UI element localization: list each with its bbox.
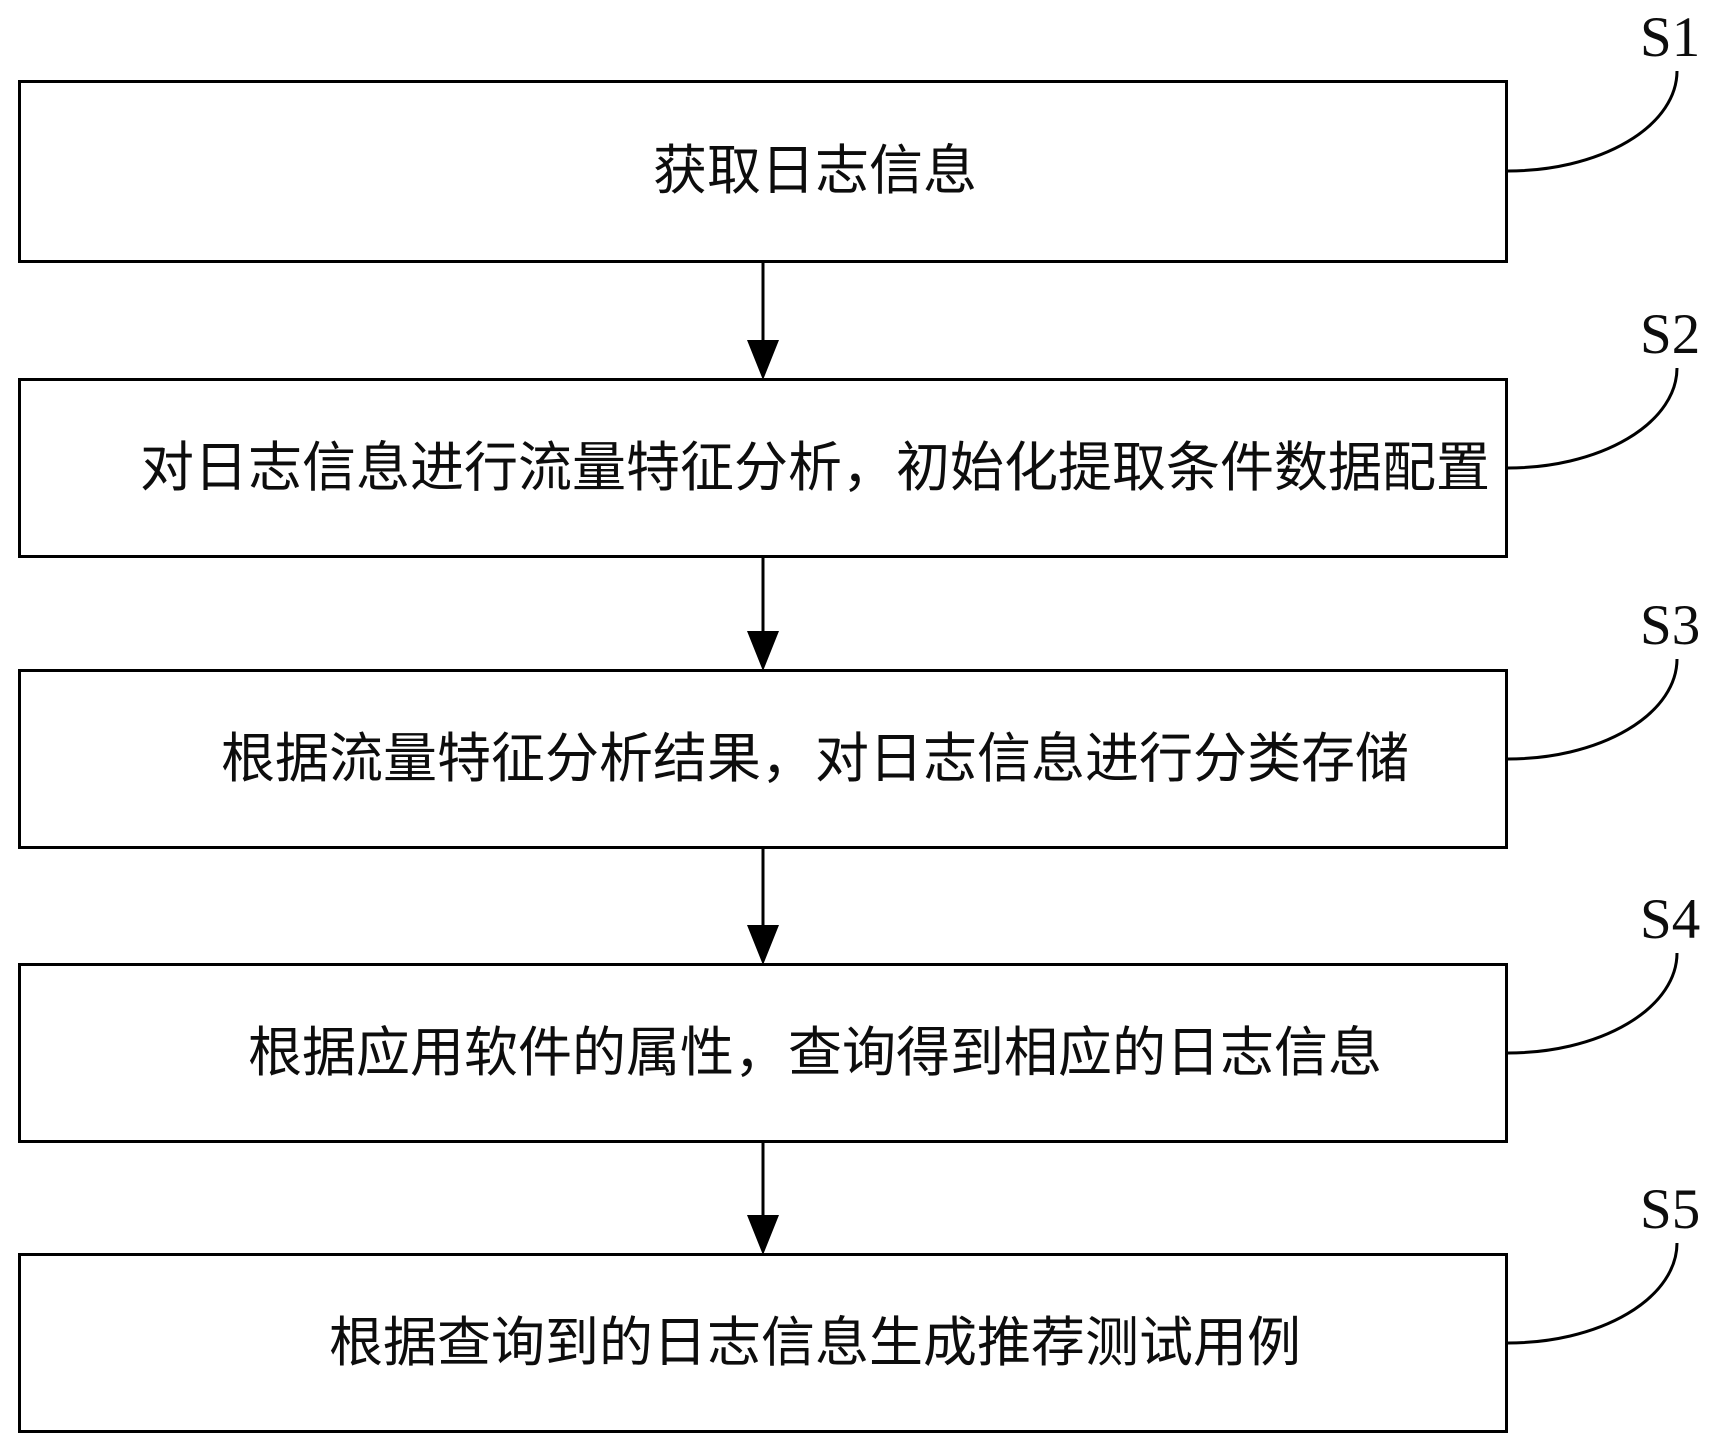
- leader-curve-s1: [1507, 70, 1679, 173]
- step-box-s3: 根据流量特征分析结果，对日志信息进行分类存储: [18, 669, 1508, 849]
- leader-curve-s4: [1507, 952, 1679, 1055]
- leader-curve-s2: [1507, 367, 1679, 470]
- step-label-s5: S5: [1640, 1178, 1701, 1241]
- step-box-s2: 对日志信息进行流量特征分析，初始化提取条件数据配置: [18, 378, 1508, 558]
- step-label-s3: S3: [1640, 594, 1701, 657]
- step-text-s2: 对日志信息进行流量特征分析，初始化提取条件数据配置: [140, 437, 1490, 498]
- leader-curve-s5: [1507, 1242, 1679, 1345]
- step-text-s4: 根据应用软件的属性，查询得到相应的日志信息: [248, 1022, 1382, 1083]
- step-label-s2: S2: [1640, 303, 1701, 366]
- step-label-s4: S4: [1640, 888, 1701, 951]
- flow-arrow-1: [747, 263, 779, 380]
- flow-arrow-3: [747, 849, 779, 965]
- leader-curve-s3: [1507, 658, 1679, 761]
- step-box-s1: 获取日志信息: [18, 80, 1508, 263]
- step-text-s3: 根据流量特征分析结果，对日志信息进行分类存储: [221, 728, 1409, 789]
- step-label-s1: S1: [1640, 6, 1701, 69]
- step-text-s5: 根据查询到的日志信息生成推荐测试用例: [329, 1312, 1301, 1373]
- step-box-s4: 根据应用软件的属性，查询得到相应的日志信息: [18, 963, 1508, 1143]
- flow-arrow-2: [747, 558, 779, 671]
- flow-arrow-4: [747, 1143, 779, 1255]
- step-text-s1: 获取日志信息: [653, 141, 977, 202]
- step-box-s5: 根据查询到的日志信息生成推荐测试用例: [18, 1253, 1508, 1433]
